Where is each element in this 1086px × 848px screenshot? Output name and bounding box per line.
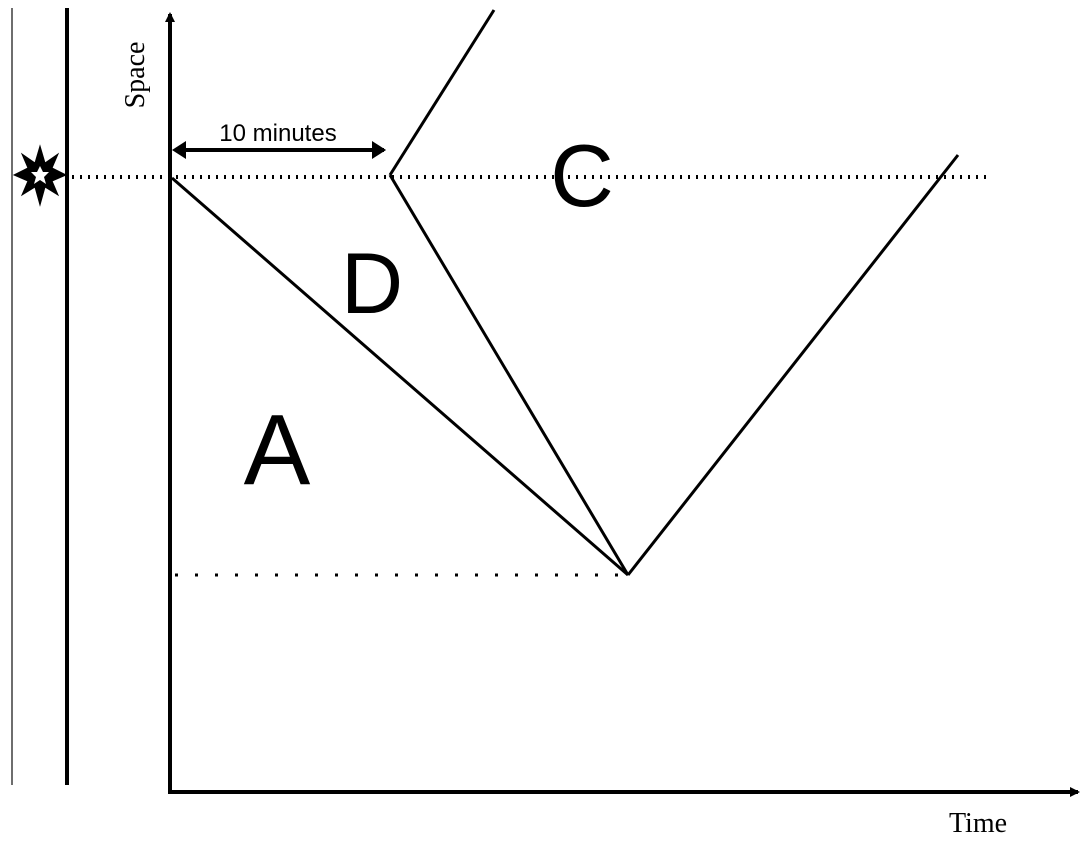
duration-label: 10 minutes (219, 120, 336, 147)
duration-arrow-right-head (372, 141, 386, 159)
shockwave-recovery-upstream (388, 9, 496, 176)
y-axis-label: Space (120, 42, 151, 109)
region-c-label: C (550, 126, 614, 225)
shockwave-d-c (388, 174, 630, 576)
region-d-label: D (341, 236, 403, 332)
shockwave-recovery (626, 154, 960, 576)
region-a-label: A (244, 394, 311, 506)
duration-arrow-left-head (172, 141, 186, 159)
x-axis-label: Time (949, 808, 1007, 839)
explosion-icon (12, 144, 68, 207)
shockwave-a-d (171, 176, 629, 577)
